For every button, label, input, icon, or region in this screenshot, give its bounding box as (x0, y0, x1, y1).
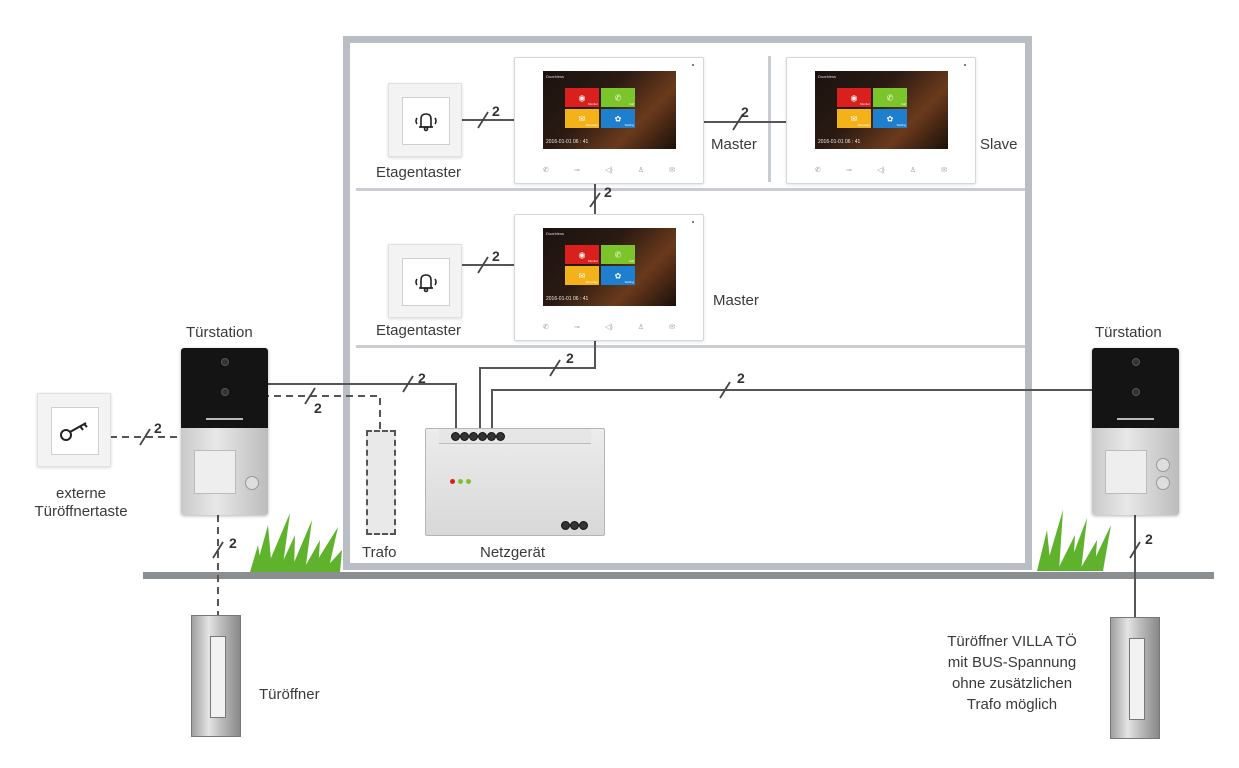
key-icon[interactable]: ⊸ (573, 324, 580, 331)
etagentaster-mid[interactable] (388, 244, 462, 318)
tile-call[interactable]: ✆Call (601, 245, 635, 264)
wire-count-label: 2 (154, 420, 162, 436)
wire-count-label: 2 (492, 103, 500, 119)
bell-icon (402, 97, 450, 145)
camera-icon (1132, 388, 1140, 396)
door-station-right[interactable] (1092, 348, 1179, 515)
wire-count-label: 2 (604, 184, 612, 200)
label-etagentaster-mid: Etagentaster (376, 322, 462, 339)
door-opener-left (191, 615, 241, 737)
etagentaster-top[interactable] (388, 83, 462, 157)
monitor-screen: Doorbless ◉Monitor ✆Call ✉Message ✿Setti… (815, 71, 948, 149)
camera-icon (221, 388, 229, 396)
tile-message[interactable]: ✉Message (565, 266, 599, 285)
call-button-2[interactable] (1156, 476, 1170, 490)
power-supply (425, 428, 605, 536)
trafo-module (366, 430, 396, 535)
label-villa-line1: Türöffner VILLA TÖ (947, 633, 1077, 650)
monitor-master-mid[interactable]: Doorbless ◉Monitor ✆Call ✉Message ✿Setti… (514, 214, 704, 341)
wire-count-label: 2 (314, 400, 322, 416)
wire-count-label: 2 (741, 104, 749, 120)
wire-count-label: 2 (418, 370, 426, 386)
label-etagentaster-top: Etagentaster (376, 164, 462, 181)
ground-line (143, 572, 1214, 579)
label-master-mid: Master (713, 292, 759, 309)
grass-right (1037, 510, 1111, 571)
room-divider (768, 56, 771, 182)
phone-icon[interactable]: ✆ (543, 324, 549, 331)
mail-icon[interactable]: ✉ (669, 167, 675, 174)
call-button[interactable] (245, 476, 259, 490)
screen-title: Doorbless (546, 231, 565, 236)
monitor-slave[interactable]: Doorbless ◉Monitor ✆Call ✉Message ✿Setti… (786, 57, 976, 184)
external-door-opener-switch[interactable] (37, 393, 111, 467)
speaker-icon[interactable]: ◁) (876, 167, 885, 174)
label-tueroeffnertaste: Türöffnertaste (34, 503, 128, 520)
monitor-buttons: ✆ ⊸ ◁) ♙ ✉ (543, 166, 675, 174)
call-button-1[interactable] (1156, 458, 1170, 472)
label-trafo: Trafo (362, 544, 397, 561)
label-villa-line3: ohne zusätzlichen (951, 675, 1073, 692)
mail-icon[interactable]: ✉ (941, 167, 947, 174)
tile-message[interactable]: ✉Message (837, 109, 871, 128)
screen-title: Doorbless (546, 74, 565, 79)
label-villa-line4: Trafo möglich (966, 696, 1058, 713)
monitor-buttons: ✆ ⊸ ◁) ♙ ✉ (815, 166, 947, 174)
user-icon[interactable]: ♙ (909, 167, 917, 174)
screen-title: Doorbless (818, 74, 837, 79)
screen-time: 2016-01-01 06 : 41 (546, 139, 589, 145)
user-icon[interactable]: ♙ (637, 324, 645, 331)
mail-icon[interactable]: ✉ (669, 324, 675, 331)
wire-count-label: 2 (492, 248, 500, 264)
label-tuerstation-left: Türstation (186, 324, 253, 341)
tile-call[interactable]: ✆Call (873, 88, 907, 107)
wire-count-label: 2 (566, 350, 574, 366)
monitor-screen: Doorbless ◉Monitor ✆Call ✉Message ✿Setti… (543, 71, 676, 149)
speaker-icon[interactable]: ◁) (604, 167, 613, 174)
label-netzgeraet: Netzgerät (480, 544, 546, 561)
wire-master-psu (479, 340, 596, 430)
tile-call[interactable]: ✆Call (601, 88, 635, 107)
label-slave: Slave (980, 136, 1018, 153)
bell-icon (402, 258, 450, 306)
phone-icon[interactable]: ✆ (815, 167, 821, 174)
wire-count-label: 2 (1145, 531, 1153, 547)
monitor-master-top[interactable]: Doorbless ◉Monitor ✆Call ✉Message ✿Setti… (514, 57, 704, 184)
monitor-screen: Doorbless ◉Monitor ✆Call ✉Message ✿Setti… (543, 228, 676, 306)
label-master-top: Master (711, 136, 757, 153)
key-icon[interactable]: ⊸ (573, 167, 580, 174)
tile-setting[interactable]: ✿Setting (601, 266, 635, 285)
label-villa-line2: mit BUS-Spannung (947, 654, 1077, 671)
tile-monitor[interactable]: ◉Monitor (565, 88, 599, 107)
monitor-buttons: ✆ ⊸ ◁) ♙ ✉ (543, 323, 675, 331)
screen-time: 2016-01-01 06 : 41 (546, 296, 589, 302)
wire-station-left-psu (226, 383, 457, 430)
wire-station-right-psu (491, 389, 1135, 430)
screen-time: 2016-01-01 06 : 41 (818, 139, 861, 145)
tile-monitor[interactable]: ◉Monitor (565, 245, 599, 264)
floor-divider-upper (356, 188, 1025, 191)
tile-message[interactable]: ✉Message (565, 109, 599, 128)
floor-divider-lower (356, 345, 1025, 348)
wire-trafo (226, 395, 381, 430)
key-icon[interactable]: ⊸ (845, 167, 852, 174)
door-opener-right (1110, 617, 1160, 739)
wire-count-label: 2 (229, 535, 237, 551)
door-station-left[interactable] (181, 348, 268, 515)
grass-left (250, 513, 342, 572)
user-icon[interactable]: ♙ (637, 167, 645, 174)
key-icon (51, 407, 99, 455)
tile-monitor[interactable]: ◉Monitor (837, 88, 871, 107)
tile-setting[interactable]: ✿Setting (873, 109, 907, 128)
phone-icon[interactable]: ✆ (543, 167, 549, 174)
wire-count-label: 2 (737, 370, 745, 386)
speaker-icon[interactable]: ◁) (604, 324, 613, 331)
label-tuerstation-right: Türstation (1095, 324, 1162, 341)
label-externe: externe (55, 485, 107, 502)
label-tueroeffner: Türöffner (259, 686, 320, 703)
tile-setting[interactable]: ✿Setting (601, 109, 635, 128)
